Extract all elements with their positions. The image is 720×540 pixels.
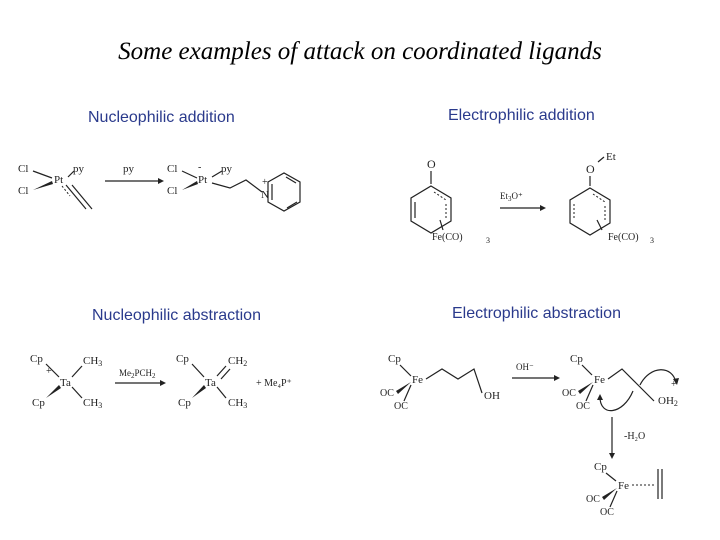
reactant-ch3-bottom-sub: 3 — [98, 401, 102, 410]
svg-text:Et3O⁺: Et3O⁺ — [500, 191, 523, 203]
product-ch3-sub: 3 — [243, 401, 247, 410]
svg-text:CH3: CH3 — [83, 397, 102, 410]
product-fe-co: Fe(CO) — [608, 232, 639, 243]
reactant-fe: Fe — [412, 374, 423, 386]
product-cl-bottom: Cl — [167, 185, 177, 197]
product-cl-top: Cl — [167, 163, 177, 175]
intermediate-charge: + — [671, 379, 677, 390]
product-cp: Cp — [594, 461, 607, 473]
reactant-cp-bottom: Cp — [32, 397, 45, 409]
intermediate-fe: Fe — [594, 374, 605, 386]
label-nucleophilic-addition: Nucleophilic addition — [88, 109, 235, 126]
reagent-me: Me — [119, 368, 131, 378]
reagent-sub: 3 — [508, 195, 512, 203]
svg-text:CH3: CH3 — [228, 397, 247, 410]
product-ch2-sub: 2 — [243, 359, 247, 368]
charge-minus: - — [198, 162, 201, 173]
reactant-fe-co: Fe(CO) — [432, 232, 463, 243]
intermediate-oc2: OC — [576, 401, 590, 412]
product-oxygen: O — [586, 162, 595, 176]
reactant-cl-bottom: Cl — [18, 185, 28, 197]
curved-arrow-left — [599, 390, 634, 412]
product-py: py — [221, 163, 233, 175]
product-cp-bottom: Cp — [178, 397, 191, 409]
reactant-ch3-top: CH — [83, 355, 98, 367]
reagent-oh-minus: OH⁻ — [516, 362, 534, 372]
electrophilic-addition-scheme: O Fe(CO) 3 Et3O⁺ Et O Fe(CO) 3 — [410, 151, 654, 245]
reagent-pch-sub: 2 — [152, 372, 156, 380]
product-fe-sub: 3 — [650, 236, 654, 245]
label-electrophilic-abstraction: Electrophilic abstraction — [452, 305, 621, 322]
reactant-cp: Cp — [388, 353, 401, 365]
nucleophilic-abstraction-scheme: Cp Cp + Ta CH3 CH3 Me2PCH2 Cp Cp Ta CH2 … — [30, 353, 292, 410]
product-ch2: CH — [228, 355, 243, 367]
svg-text:OH2: OH2 — [658, 395, 678, 408]
reagent-end: O⁺ — [512, 191, 523, 201]
reactant-fe-sub: 3 — [486, 236, 490, 245]
reactant-oxygen: O — [427, 157, 436, 171]
slide-title: Some examples of attack on coordinated l… — [118, 38, 602, 65]
svg-text:Me2PCH2: Me2PCH2 — [119, 368, 156, 380]
intermediate-cp: Cp — [570, 353, 583, 365]
reactant-cp-top: Cp — [30, 353, 43, 365]
product-fe: Fe — [618, 480, 629, 492]
reagent-et: Et — [500, 191, 508, 201]
reagent-pch: PCH — [135, 368, 153, 378]
reactant-oh: OH — [484, 390, 500, 402]
reactant-cl-top: Cl — [18, 163, 28, 175]
intermediate-oc1: OC — [562, 388, 576, 399]
reactant-charge: + — [46, 366, 52, 377]
product-oc2: OC — [600, 507, 614, 518]
product-cp-top: Cp — [176, 353, 189, 365]
reactant-py: py — [73, 163, 85, 175]
step-label: -H₂O — [624, 431, 645, 442]
label-nucleophilic-abstraction: Nucleophilic abstraction — [92, 307, 261, 324]
product-pt: Pt — [198, 174, 207, 186]
label-electrophilic-addition: Electrophilic addition — [448, 107, 595, 124]
reactant-ch3-bottom: CH — [83, 397, 98, 409]
reactant-oc1: OC — [380, 388, 394, 399]
byproduct: + Me₄P⁺ — [256, 378, 292, 389]
reactant-oc2: OC — [394, 401, 408, 412]
reactant-ta: Ta — [60, 377, 71, 389]
product-et: Et — [606, 151, 616, 163]
reagent-me-sub: 2 — [131, 372, 135, 380]
charge-plus: + — [262, 177, 268, 188]
reactant-ch3-top-sub: 3 — [98, 359, 102, 368]
intermediate-oh2-sub: 2 — [674, 399, 678, 408]
product-oc1: OC — [586, 494, 600, 505]
svg-text:CH2: CH2 — [228, 355, 247, 368]
svg-text:CH3: CH3 — [83, 355, 102, 368]
electrophilic-abstraction-scheme: Cp Fe OC OC OH OH⁻ Cp Fe OC OC + OH2 -H₂… — [380, 353, 679, 518]
intermediate-oh2: OH — [658, 395, 674, 407]
product-ch3: CH — [228, 397, 243, 409]
product-ta: Ta — [205, 377, 216, 389]
reagent-py: py — [123, 163, 135, 175]
reactant-pt: Pt — [54, 174, 63, 186]
pyridinium-n: N — [261, 189, 269, 201]
nucleophilic-addition-scheme: Cl Cl Pt py py Cl Cl - Pt py N + — [18, 162, 301, 212]
